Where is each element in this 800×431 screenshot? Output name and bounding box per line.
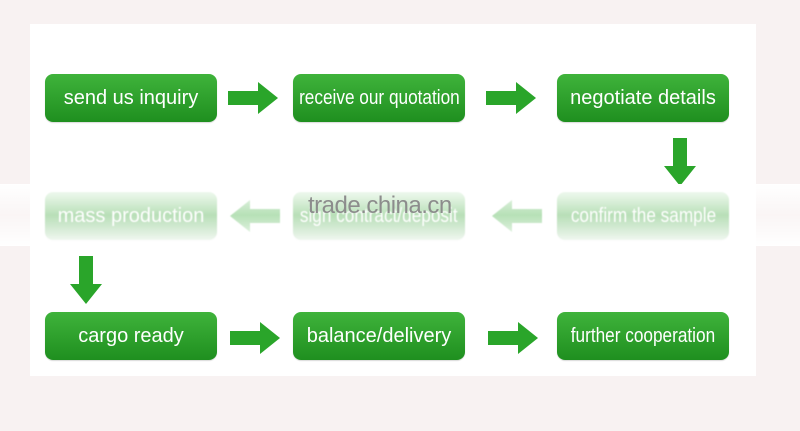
step-label: negotiate details bbox=[570, 86, 716, 109]
step-cargo-ready: cargo ready bbox=[45, 312, 217, 360]
step-further-cooperation: further cooperation bbox=[557, 312, 729, 360]
arrow-right-icon bbox=[488, 322, 538, 354]
watermark: trade.china.cn bbox=[308, 192, 452, 219]
step-negotiate-details: negotiate details bbox=[557, 74, 729, 122]
step-confirm-the-sample: confirm the sample bbox=[557, 192, 729, 240]
step-mass-production: mass production bbox=[45, 192, 217, 240]
arrow-right-icon bbox=[228, 82, 278, 114]
step-receive-our-quotation: receive our quotation bbox=[293, 74, 465, 122]
step-balance-delivery: balance/delivery bbox=[293, 312, 465, 360]
step-label: confirm the sample bbox=[570, 204, 716, 227]
step-label: further cooperation bbox=[570, 324, 716, 347]
arrow-left-icon bbox=[230, 200, 280, 232]
arrow-down-icon bbox=[664, 138, 696, 186]
step-label: balance/delivery bbox=[306, 324, 452, 347]
step-label: cargo ready bbox=[78, 324, 184, 347]
step-send-us-inquiry: send us inquiry bbox=[45, 74, 217, 122]
arrow-left-icon bbox=[492, 200, 542, 232]
step-label: send us inquiry bbox=[63, 86, 199, 109]
step-label: mass production bbox=[57, 204, 205, 227]
arrow-down-icon bbox=[70, 256, 102, 304]
arrow-right-icon bbox=[230, 322, 280, 354]
arrow-right-icon bbox=[486, 82, 536, 114]
step-label: receive our quotation bbox=[298, 86, 460, 109]
